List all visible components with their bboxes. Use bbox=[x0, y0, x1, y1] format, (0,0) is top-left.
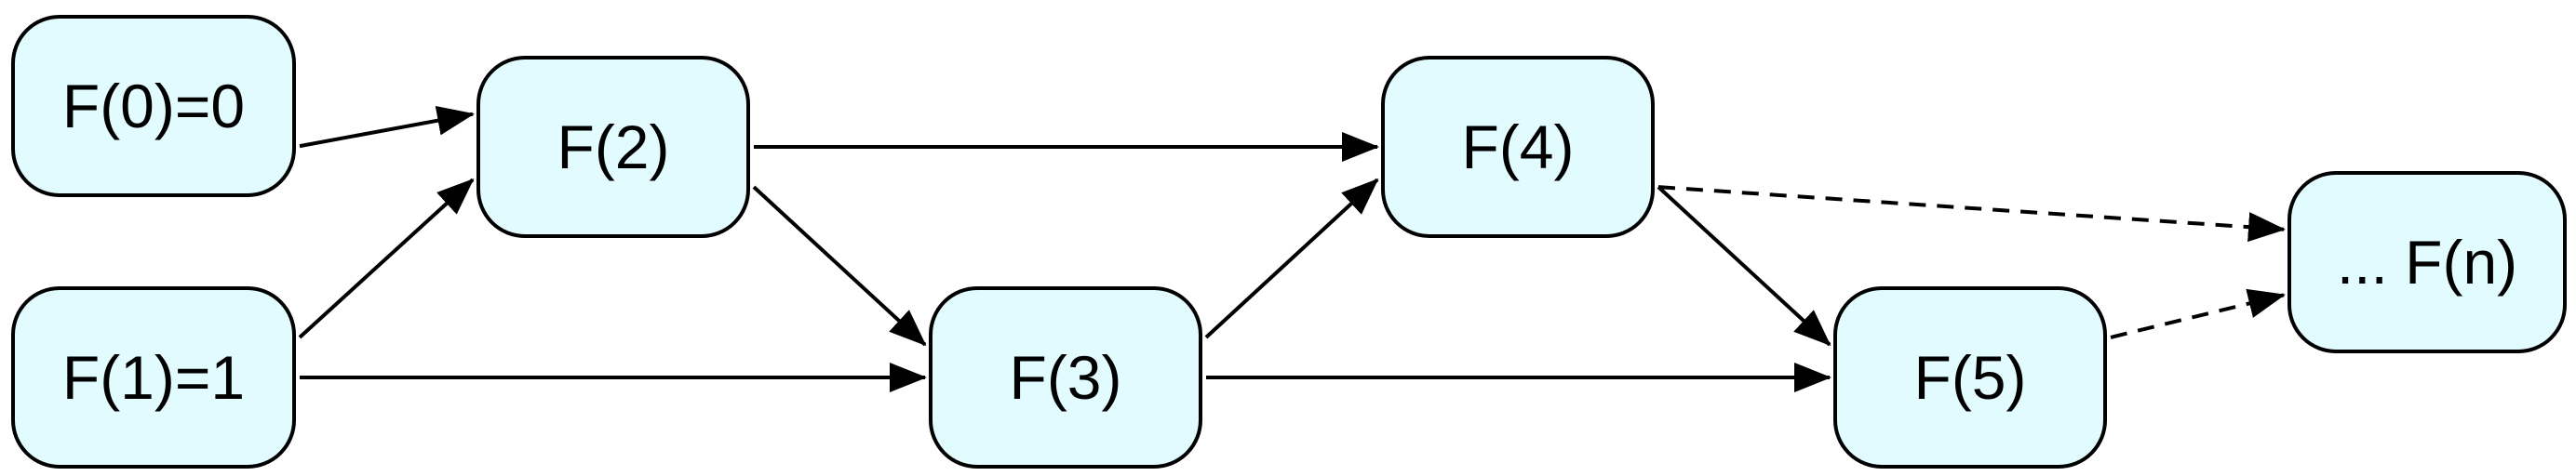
node-f4-label: F(4) bbox=[1461, 112, 1575, 181]
node-f1: F(1)=1 bbox=[11, 286, 296, 469]
edge-f4-to-fn bbox=[1657, 185, 2286, 243]
edge-f3-to-f4 bbox=[1204, 178, 1379, 339]
node-f5-label: F(5) bbox=[1913, 343, 2027, 412]
edge-f2-to-f3 bbox=[752, 185, 927, 347]
node-f0-label: F(0)=0 bbox=[61, 72, 246, 140]
node-f0: F(0)=0 bbox=[11, 15, 296, 197]
edge-f5-to-fn bbox=[2110, 288, 2286, 339]
edge-f1-to-f2 bbox=[298, 178, 475, 339]
node-f3-label: F(3) bbox=[1009, 343, 1122, 412]
node-fn: ... F(n) bbox=[2288, 171, 2567, 353]
node-f2-label: F(2) bbox=[557, 112, 670, 181]
node-f5: F(5) bbox=[1833, 286, 2107, 469]
node-f1-label: F(1)=1 bbox=[61, 343, 246, 412]
node-f4: F(4) bbox=[1381, 56, 1655, 238]
node-fn-label: ... F(n) bbox=[2336, 228, 2518, 297]
edge-f4-to-f5 bbox=[1657, 185, 1831, 347]
node-f2: F(2) bbox=[476, 56, 750, 238]
edge-f0-to-f2 bbox=[299, 105, 475, 149]
node-f3: F(3) bbox=[929, 286, 1202, 469]
